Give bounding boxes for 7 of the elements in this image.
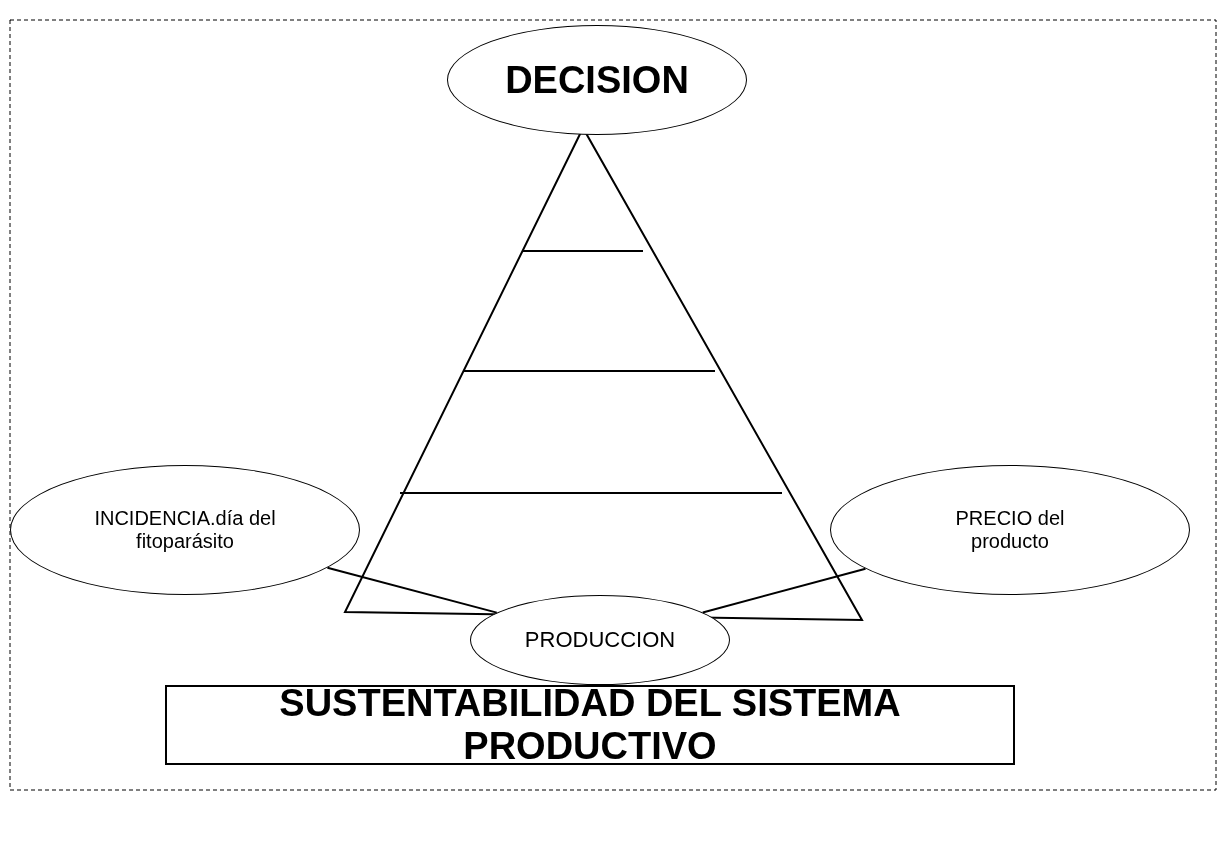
heading-box: SUSTENTABILIDAD DEL SISTEMA PRODUCTIVO	[165, 685, 1015, 765]
incidence-oval: INCIDENCIA.día del fitoparásito	[10, 465, 360, 595]
price-oval: PRECIO del producto	[830, 465, 1190, 595]
connector-line	[326, 566, 498, 614]
production-oval: PRODUCCION	[470, 595, 730, 685]
connector-line	[701, 567, 867, 614]
decision-oval: DECISION	[447, 25, 747, 135]
